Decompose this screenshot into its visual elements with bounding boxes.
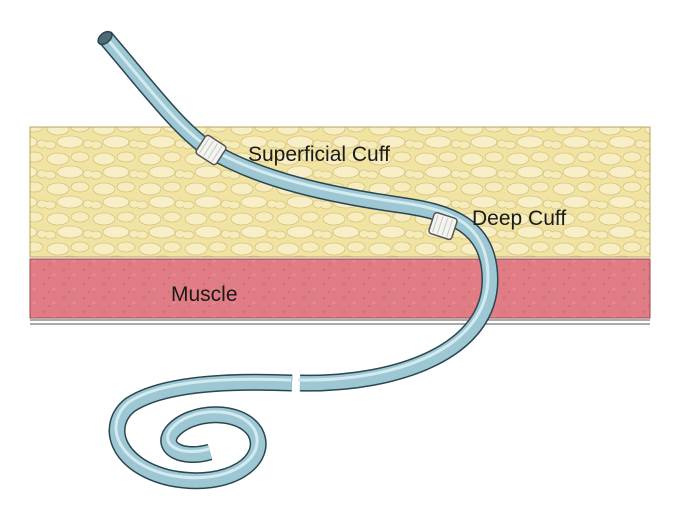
superficial-cuff	[195, 134, 227, 166]
peritoneal-dialysis-catheter-icon	[97, 30, 499, 490]
superficial-cuff-label: Superficial Cuff	[248, 143, 390, 166]
muscle-label: Muscle	[171, 283, 238, 306]
catheter-exit-tip	[97, 30, 113, 46]
deep-cuff	[428, 211, 458, 241]
muscle-layer	[29, 258, 651, 319]
deep-cuff-label: Deep Cuff	[472, 207, 566, 230]
